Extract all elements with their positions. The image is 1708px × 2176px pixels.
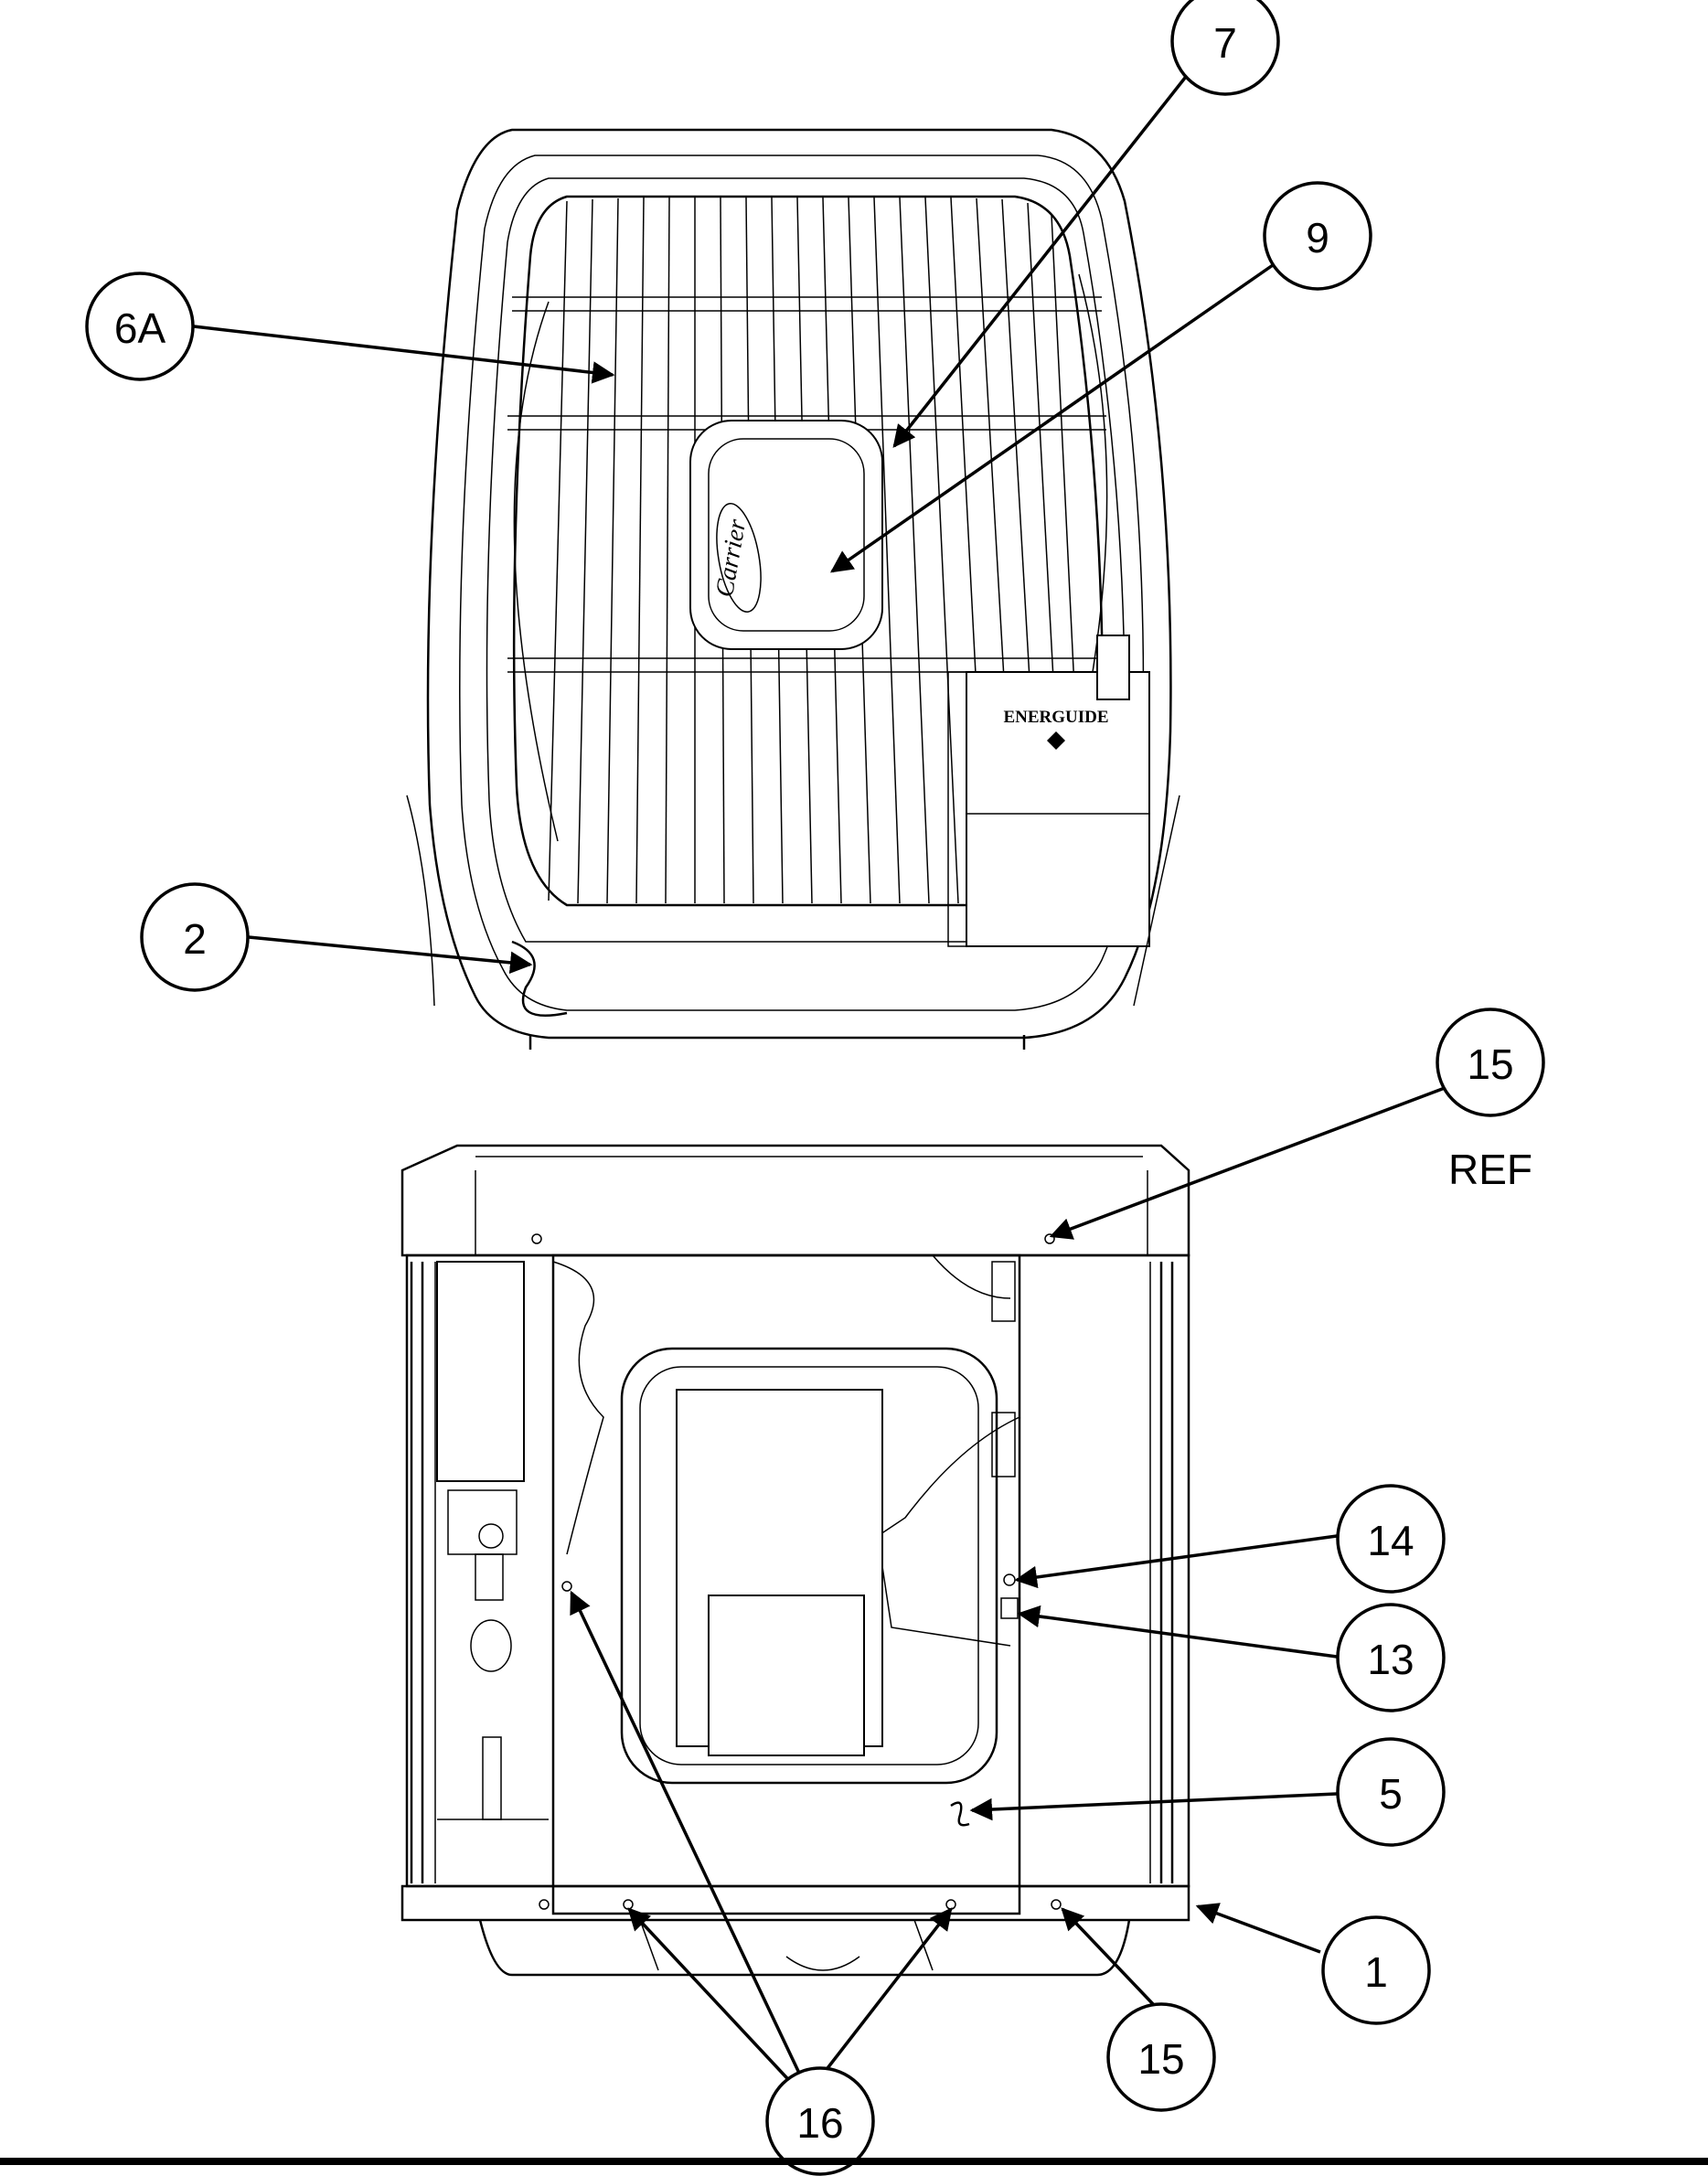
callout-2: 2 <box>140 882 250 992</box>
label-tab <box>1096 635 1130 700</box>
screw-bottom-corner <box>1051 1899 1062 1910</box>
screw-left-panel <box>561 1581 572 1592</box>
callout-15: 15 <box>1106 2002 1216 2112</box>
right-coil <box>1149 1262 1174 1883</box>
service-valve-upper <box>478 1523 504 1549</box>
callout-7: 7 <box>1170 0 1280 96</box>
callout-9: 9 <box>1263 181 1372 291</box>
callout-13-text: 13 <box>1367 1636 1414 1683</box>
callout-1-text: 1 <box>1364 1948 1388 1996</box>
right-bracket-lower <box>991 1412 1016 1477</box>
callout-7-text: 7 <box>1213 19 1237 67</box>
callout-9-text: 9 <box>1306 214 1329 261</box>
energuide-label <box>966 671 1150 947</box>
panel-cutaway-edge <box>552 1261 604 1555</box>
screw-bottom-left <box>623 1899 634 1910</box>
screw-bottom-right <box>945 1899 956 1910</box>
base-pan <box>400 1884 1190 1922</box>
leader-lines <box>193 71 1446 2091</box>
part-5-clip <box>950 1801 970 1827</box>
callout-6a-text: 6A <box>114 304 166 352</box>
compressor-housing <box>620 1347 998 1785</box>
control-box <box>436 1261 525 1482</box>
callout-16-text: 16 <box>796 2099 843 2147</box>
ref-label: REF <box>1448 1146 1532 1193</box>
callout-15-ref: 15 REF <box>1436 1008 1545 1193</box>
service-valve-lower <box>482 1736 502 1820</box>
callout-6a: 6A <box>85 272 195 381</box>
clip-13 <box>1000 1597 1019 1619</box>
top-cover-assembly: Carrier ENERGUIDE <box>406 128 1180 1050</box>
bottom-rule <box>0 2158 1708 2165</box>
callout-5-text: 5 <box>1379 1770 1403 1818</box>
screw-14 <box>1003 1573 1016 1586</box>
callout-2-text: 2 <box>183 915 207 963</box>
unit-top-cap <box>400 1144 1190 1257</box>
callout-16: 16 <box>765 2066 875 2176</box>
callout-15-text: 15 <box>1137 2035 1184 2083</box>
part-2-clip <box>511 940 568 1017</box>
callout-13: 13 <box>1336 1603 1446 1712</box>
unit-body-assembly <box>400 1144 1190 1977</box>
energuide-label-text: ENERGUIDE <box>1003 708 1108 727</box>
callout-1: 1 <box>1321 1915 1431 2025</box>
right-bracket-upper <box>991 1261 1016 1322</box>
screw-top-left <box>531 1233 542 1244</box>
carrier-logo-oval <box>716 503 762 613</box>
base-feet <box>478 1919 1131 1977</box>
top-cover-outline <box>426 128 1172 1040</box>
callout-14: 14 <box>1336 1484 1446 1594</box>
compressor-label <box>708 1595 865 1756</box>
left-coil <box>410 1262 436 1883</box>
center-logo-plate <box>689 420 883 650</box>
callout-14-text: 14 <box>1367 1517 1414 1564</box>
service-valve-middle <box>470 1619 512 1672</box>
callout-15-ref-text: 15 <box>1467 1040 1513 1088</box>
energuide-diamond-icon <box>1047 731 1065 750</box>
callout-5: 5 <box>1336 1737 1446 1847</box>
